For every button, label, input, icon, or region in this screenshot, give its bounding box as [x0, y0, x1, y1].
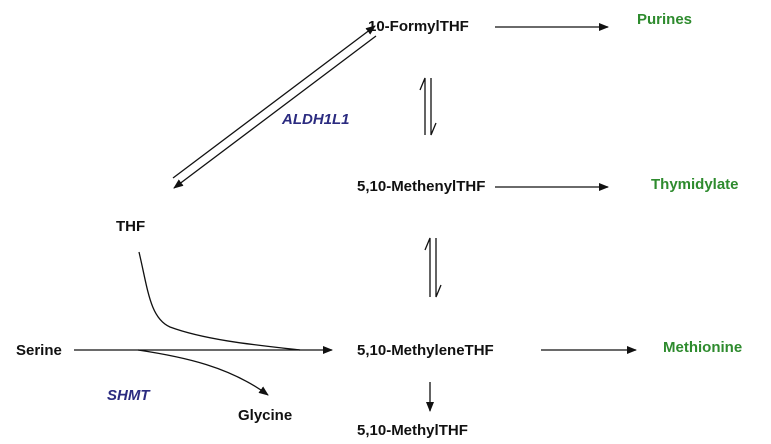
equilibrium-formyl-methenyl — [419, 77, 437, 136]
equilibrium-methenyl-methylene — [424, 237, 442, 298]
arrow-formyl-to-thf — [173, 35, 377, 189]
enzyme-shmt: SHMT — [107, 387, 150, 404]
product-methionine: Methionine — [663, 339, 743, 356]
metabolite-thf: THF — [116, 218, 146, 235]
metabolite-serine: Serine — [16, 342, 62, 359]
product-thymidylate: Thymidylate — [651, 176, 739, 193]
metabolite-methenyl-thf: 5,10-MethenylTHF — [357, 178, 486, 195]
metabolite-methylene-thf: 5,10-MethyleneTHF — [357, 342, 494, 359]
metabolite-formyl-thf: 10-FormylTHF — [368, 18, 469, 35]
curve-serine-to-glycine — [137, 349, 269, 396]
arrow-thf-to-formyl — [172, 25, 376, 179]
curve-thf-to-methylene — [138, 251, 301, 351]
product-purines: Purines — [637, 11, 693, 28]
enzyme-aldh1l1: ALDH1L1 — [282, 111, 350, 128]
metabolite-glycine: Glycine — [238, 407, 293, 424]
metabolite-methyl-thf: 5,10-MethylTHF — [357, 422, 468, 439]
